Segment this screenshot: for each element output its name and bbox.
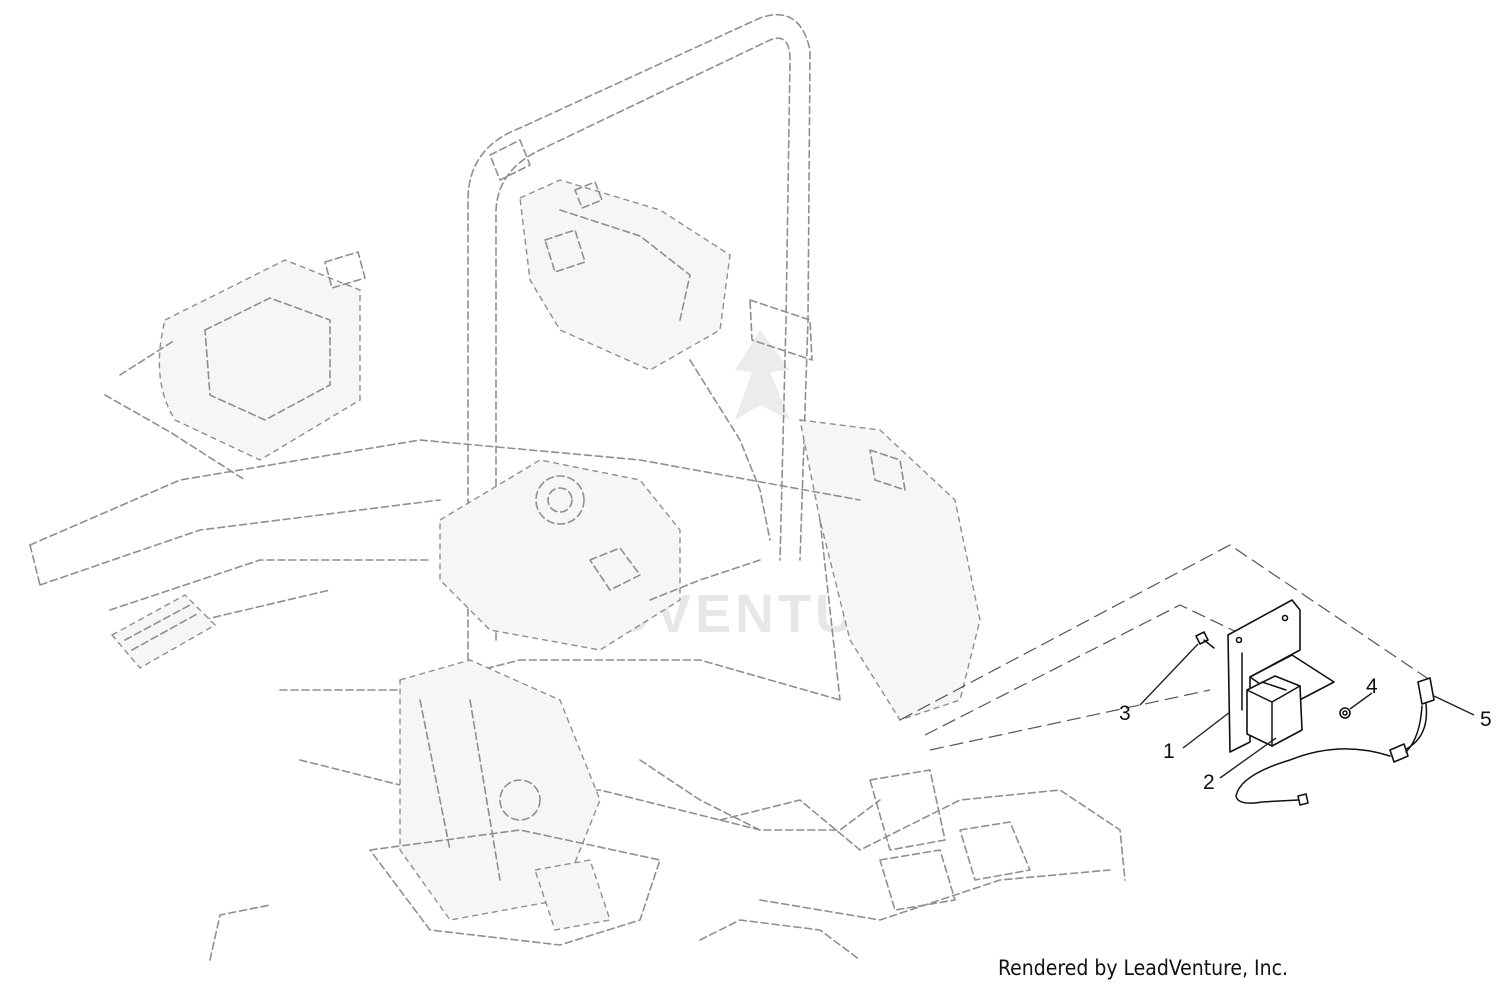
callout-2: 2 bbox=[1203, 771, 1215, 794]
alarm-module bbox=[1246, 675, 1303, 747]
mounting-bracket bbox=[1227, 599, 1335, 753]
callout-5: 5 bbox=[1480, 708, 1492, 731]
leader-lines bbox=[1139, 643, 1475, 779]
callout-1: 1 bbox=[1163, 740, 1175, 763]
render-credit: Rendered by LeadVenture, Inc. bbox=[998, 956, 1288, 980]
callouts: 3 1 2 4 5 bbox=[1119, 675, 1492, 794]
screw bbox=[1195, 631, 1215, 649]
wire-harness bbox=[1235, 677, 1435, 806]
guide-lines bbox=[899, 544, 1431, 751]
callout-3: 3 bbox=[1119, 702, 1131, 725]
nut bbox=[1339, 707, 1351, 719]
callout-4: 4 bbox=[1366, 675, 1378, 698]
mower-frame-ghost bbox=[29, 13, 1126, 961]
